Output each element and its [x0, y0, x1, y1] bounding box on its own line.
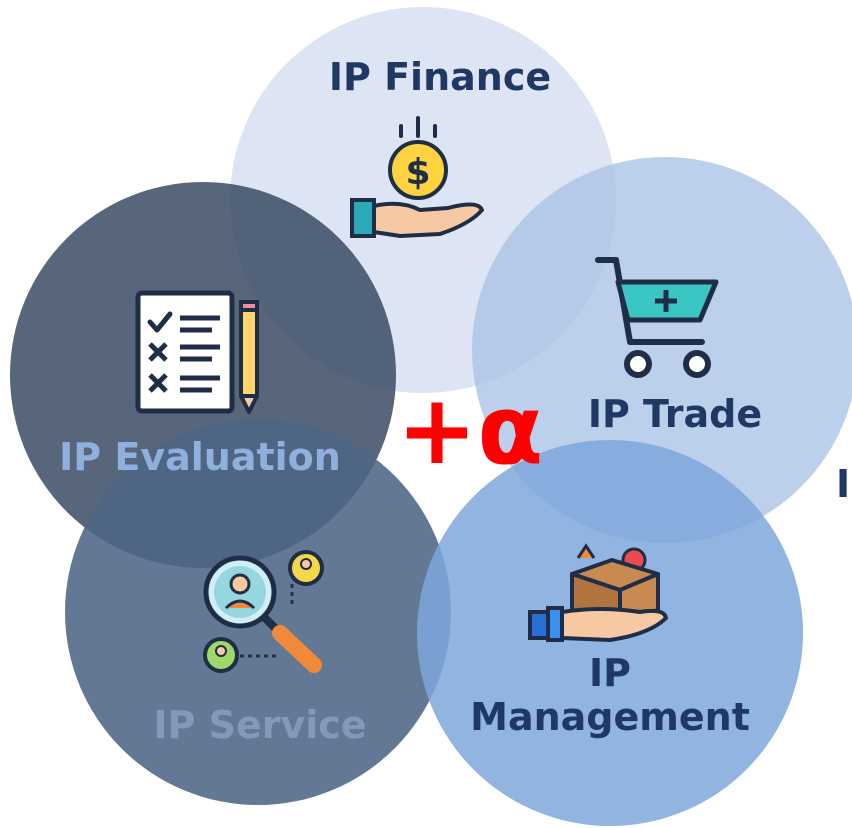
ip-evaluation-label: IP Evaluation: [59, 435, 341, 479]
ip-management-label: IP Management: [440, 651, 780, 739]
ip-management-label-line1: IP: [589, 651, 631, 695]
ip-management-label-line2: Management: [470, 694, 750, 739]
ip-service-label: IP Service: [153, 703, 367, 747]
svg-text:$: $: [405, 152, 430, 193]
plus-alpha-mark: +α: [396, 374, 544, 486]
ip-finance-label: IP Finance: [328, 55, 552, 99]
money-in-hand-icon: $: [350, 116, 484, 238]
clipped-text-fragment: I: [836, 462, 851, 506]
checklist-pencil-icon: [135, 290, 259, 414]
ip-trade-label: IP Trade: [587, 392, 763, 436]
box-in-hand-icon: [528, 543, 668, 642]
shopping-cart-icon: [595, 257, 719, 378]
magnifier-people-icon: [203, 550, 324, 673]
